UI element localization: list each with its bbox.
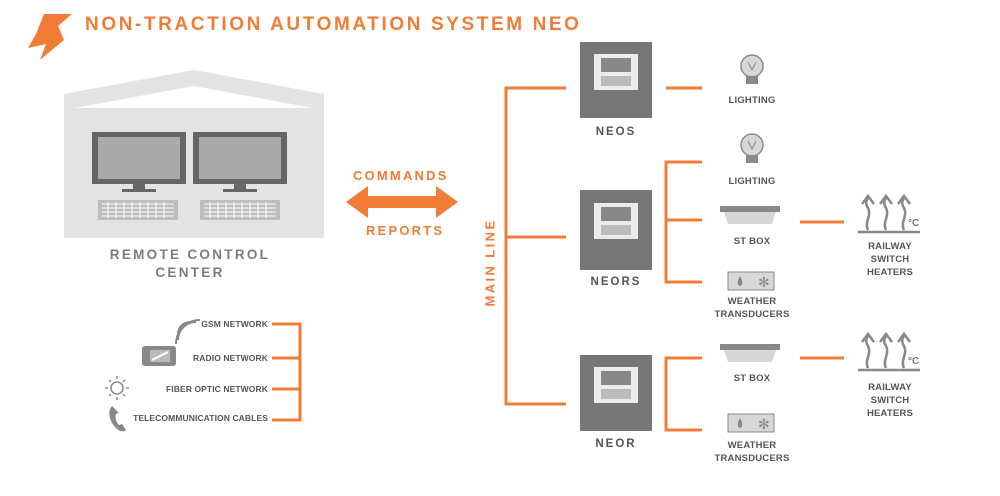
- sun-icon: [105, 376, 129, 400]
- weather-line1: WEATHER: [727, 296, 777, 307]
- heaters-line1: RAILWAY: [868, 241, 912, 252]
- weather-transducer-icon: ✻: [727, 271, 775, 291]
- connection-lines: [664, 86, 844, 432]
- monitor-left: [92, 132, 186, 192]
- weather-line2: TRANSDUCERS: [714, 309, 790, 320]
- reports-label: REPORTS: [366, 223, 445, 238]
- temperature-unit: °C: [908, 356, 920, 367]
- weather-transducers-label: WEATHER TRANSDUCERS: [706, 439, 798, 465]
- monitor-right: [193, 132, 287, 192]
- keyboard-left: [98, 200, 178, 220]
- gsm-network-label: GSM NETWORK: [201, 319, 268, 329]
- network-lines: [272, 322, 302, 422]
- railway-switch-heaters-label: RAILWAY SWITCH HEATERS: [850, 240, 930, 279]
- weather-transducer-icon: ✻: [727, 413, 775, 433]
- weather-transducers-label: WEATHER TRANSDUCERS: [706, 295, 798, 321]
- controller-neor: [580, 355, 652, 431]
- heaters-line2: SWITCH: [870, 254, 910, 265]
- light-bulb-icon: [740, 54, 764, 84]
- page-title: NON-TRACTION AUTOMATION SYSTEM NEO: [85, 14, 582, 35]
- telecommunication-cables-label: TELECOMMUNICATION CABLES: [133, 413, 268, 423]
- st-box-label: ST BOX: [733, 373, 771, 384]
- heaters-line3: HEATERS: [866, 408, 914, 419]
- heater-icon: [858, 193, 920, 234]
- temperature-unit: °C: [908, 218, 920, 229]
- railway-switch-heaters-label: RAILWAY SWITCH HEATERS: [850, 381, 930, 420]
- heaters-line3: HEATERS: [866, 267, 914, 278]
- svg-text:✻: ✻: [758, 417, 770, 433]
- gsm-signal-icon: [175, 319, 201, 345]
- keyboard-right: [200, 200, 280, 220]
- fiber-optic-network-label: FIBER OPTIC NETWORK: [165, 384, 268, 394]
- main-line-label: MAIN LINE: [482, 218, 498, 307]
- light-bulb-icon: [740, 133, 764, 163]
- remote-control-center-line2: CENTER: [155, 265, 225, 280]
- heater-icon: [858, 331, 920, 372]
- lighting-label: LIGHTING: [728, 95, 776, 106]
- st-box-label: ST BOX: [733, 236, 771, 247]
- remote-control-center-line1: REMOTE CONTROL: [109, 247, 271, 262]
- weather-line2: TRANSDUCERS: [714, 453, 790, 464]
- weather-line1: WEATHER: [727, 440, 777, 451]
- controller-neos: [580, 42, 652, 118]
- remote-control-building: [64, 70, 324, 238]
- phone-icon: [109, 406, 126, 432]
- controller-neors: [580, 190, 652, 270]
- main-line-bus: [504, 86, 566, 406]
- radio-network-label: RADIO NETWORK: [193, 353, 268, 363]
- st-box-icon: [720, 344, 780, 362]
- neors-label: NEORS: [590, 276, 642, 288]
- st-box-icon: [720, 206, 780, 224]
- radio-icon: [142, 346, 176, 366]
- lighting-label: LIGHTING: [728, 176, 776, 187]
- commands-label: COMMANDS: [353, 168, 449, 183]
- svg-text:✻: ✻: [758, 275, 770, 291]
- remote-control-center-label: REMOTE CONTROL CENTER: [100, 246, 280, 282]
- neo-logo: [28, 14, 72, 60]
- commands-reports-arrow: [346, 186, 458, 218]
- heaters-line2: SWITCH: [870, 395, 910, 406]
- neos-label: NEOS: [595, 126, 637, 138]
- neor-label: NEOR: [595, 438, 637, 450]
- heaters-line1: RAILWAY: [868, 382, 912, 393]
